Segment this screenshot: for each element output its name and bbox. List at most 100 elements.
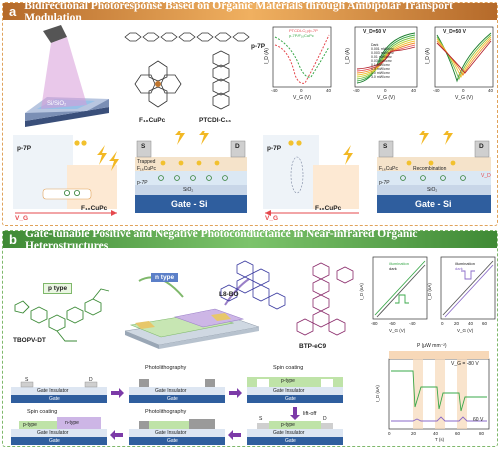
p-type-label: p type	[43, 283, 73, 294]
panel-b-title: Gate-tunable Positive and Negative Photo…	[24, 227, 418, 252]
heterostructure-device	[124, 276, 260, 349]
plot-a2-xtick-0: -40	[353, 88, 360, 93]
plot-a3-xlabel: V_G (V)	[455, 95, 474, 101]
plot-a2-annotation: V_D=50 V	[363, 29, 386, 35]
molecule-p7p-label: p-7P	[251, 43, 266, 50]
plot-a3-ylabel: I_D (A)	[424, 48, 431, 64]
panel-b-tag: b	[9, 232, 17, 247]
device-label: Si/SiO₂	[47, 101, 67, 107]
plot-a2-legend-8: 3.0 mW/cm²	[371, 75, 390, 79]
panel-a: a Bidirectional Photoresponse Based on O…	[2, 0, 498, 226]
panel-a-tag: a	[9, 4, 17, 19]
plot-b1	[372, 256, 428, 320]
plot-a2-legend-1: 0.001 mW/cm²	[371, 47, 394, 51]
band1-left-label: p-7P	[17, 145, 32, 152]
band2-right-label: F₁₆CuPc	[315, 205, 342, 212]
plot-a3-xtick-0: -40	[433, 88, 440, 93]
step1-insulator: Gate Insulator	[37, 388, 69, 394]
step1-source: S	[25, 377, 29, 383]
plot-b3-annot1: V_G = -80 V	[451, 361, 479, 367]
plot-b2-legend-1: dark	[455, 266, 463, 271]
plot-b3-top-label: P (μW mm⁻²)	[417, 343, 447, 349]
plot-a3-xtick-4: 40	[488, 88, 494, 93]
step6-insulator: Gate Insulator	[37, 430, 69, 436]
band-diagram-1	[13, 135, 119, 216]
step4-gate: Gate	[285, 438, 296, 444]
plot-b2	[440, 256, 496, 320]
l8bo-molecule-icon	[220, 260, 286, 310]
plot-b3-xtick-1: 20	[411, 431, 417, 436]
plot-b2-ylabel: I_D (nA)	[426, 283, 432, 300]
plot-a1-xtick-4: 40	[326, 88, 332, 93]
plot-b2-xtick-2: 40	[468, 321, 474, 326]
plot-b3-annot2: 60 V	[473, 417, 484, 423]
plot-a2-ylabel: I_D (A)	[344, 48, 351, 64]
plot-b2-xlabel: V_G (V)	[457, 328, 474, 333]
panel-b-banner: b Gate-tunable Positive and Negative Pho…	[3, 228, 497, 252]
band-diagram-2	[263, 135, 359, 216]
plot-a2-legend-6: 0.3 mW/cm²	[371, 67, 390, 71]
device2-gate: Gate - Si	[415, 199, 452, 209]
band1-axis-label: V_G	[15, 215, 29, 222]
step-spin1: Spin coating	[273, 365, 304, 371]
plot-b3-xtick-3: 60	[455, 431, 461, 436]
device2-vd: V_D	[481, 173, 491, 179]
step1-gate: Gate	[49, 396, 60, 402]
plot-b1-legend-0: illumination	[389, 261, 410, 266]
plot-a2-legend-3: 0.01 mW/cm²	[371, 55, 392, 59]
plot-a2-legend-7: 1.0 mW/cm²	[371, 71, 390, 75]
device2-drain: D	[479, 143, 484, 150]
plot-b2-xtick-1: 20	[454, 321, 460, 326]
step5-gate: Gate	[167, 438, 178, 444]
molecule-f16cupc-label: F₁₆CuPc	[139, 117, 166, 124]
plot-a1-ylabel: I_D (A)	[263, 48, 270, 64]
mol-n1-label: L8-BO	[219, 291, 239, 298]
plot-a3-annotation: V_D=50 V	[443, 29, 466, 35]
device1-trapped: Trapped	[137, 159, 156, 165]
mol-p-label: TBOPV-DT	[13, 337, 46, 344]
plot-b2-xtick-0: 0	[441, 321, 444, 326]
step3-gate: Gate	[285, 396, 296, 402]
step2-insulator: Gate Insulator	[155, 388, 187, 394]
step3-ptype: p-type	[281, 378, 295, 384]
step-photo1: Photolithography	[145, 365, 187, 371]
plot-a3	[434, 26, 494, 88]
n-type-label: n type	[151, 273, 179, 282]
plot-a1-legend-1: PTCDI-C₁₃/p-7P	[289, 28, 318, 33]
panel-b: b Gate-tunable Positive and Negative Pho…	[2, 228, 498, 447]
plot-b1-xlabel: V_G (V)	[389, 328, 406, 333]
plot-a1	[272, 26, 332, 88]
band1-right-label: F₁₆CuPc	[81, 205, 108, 212]
device2-mid-layer: p-7P	[379, 180, 390, 186]
plot-a2-xtick-4: 40	[411, 88, 417, 93]
step3-insulator: Gate Insulator	[273, 388, 305, 394]
plot-a2-legend-2: 0.003 mW/cm²	[371, 51, 394, 55]
step4-source: S	[259, 416, 263, 422]
device2-oxide: SiO₂	[427, 187, 438, 193]
device2-source: S	[383, 143, 388, 150]
device2-recomb: Recombination	[413, 166, 447, 172]
plot-b2-legend-0: illumination	[455, 261, 476, 266]
plot-b1-xtick-1: -60	[389, 321, 396, 326]
plot-a1-legend-2: p-7P/F₁₆CuPc	[289, 33, 314, 38]
step4-ptype: p-type	[281, 422, 295, 428]
tbopv-molecule-icon	[14, 288, 110, 342]
device1-source: S	[141, 143, 146, 150]
plot-a1-xtick-2: 0	[300, 88, 303, 93]
plot-b1-xtick-0: -80	[371, 321, 378, 326]
plot-a1-xtick-0: -40	[271, 88, 278, 93]
step6-gate: Gate	[49, 438, 60, 444]
device1-oxide: SiO₂	[183, 187, 194, 193]
step6-ptype: p-type	[23, 422, 37, 428]
plot-b1-xtick-2: -40	[409, 321, 416, 326]
device2-top-layer: F₁₆CuPc	[379, 166, 398, 172]
step-photo2: Photolithography	[145, 409, 187, 415]
band2-left-label: p-7P	[267, 145, 282, 152]
step-liftoff: lift-off	[303, 411, 317, 417]
molecule-ptcdi-label: PTCDI-C₁₃	[199, 117, 232, 124]
plot-b3-xtick-4: 80	[479, 431, 485, 436]
device1-mid-layer: p-7P	[137, 180, 148, 186]
step5-insulator: Gate Insulator	[155, 430, 187, 436]
device-illustration	[25, 25, 109, 127]
step4-insulator: Gate Insulator	[273, 430, 305, 436]
